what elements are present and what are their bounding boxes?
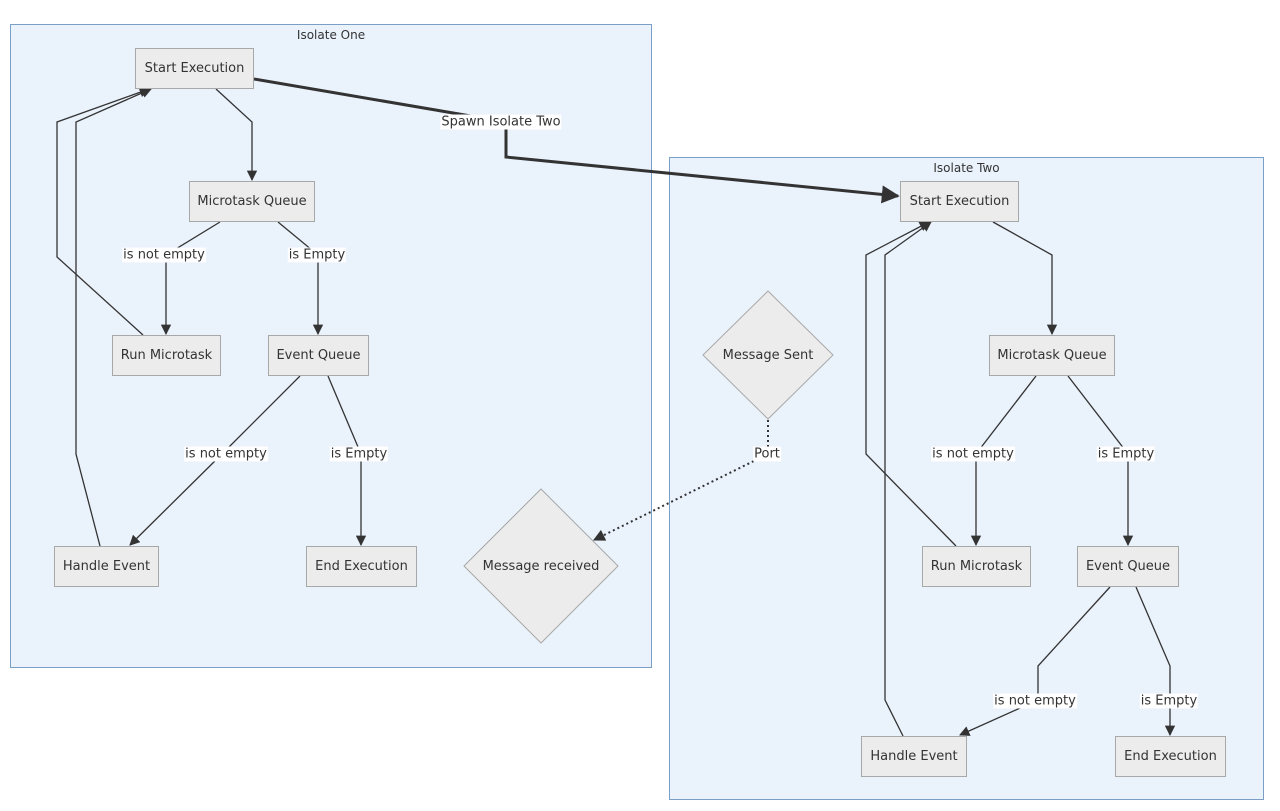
edge-label-port: Port <box>753 446 781 462</box>
node-two-event-queue: Event Queue <box>1077 546 1179 587</box>
node-message-sent: Message Sent <box>702 290 834 420</box>
node-one-end-execution: End Execution <box>306 546 417 587</box>
edge-label-two-not-empty-1: is not empty <box>931 446 1015 462</box>
node-one-start-execution: Start Execution <box>135 48 254 89</box>
node-two-microtask-queue: Microtask Queue <box>989 335 1115 376</box>
node-message-received: Message received <box>463 488 619 644</box>
edge-two-handle-to-start <box>884 221 932 737</box>
diamond-shape-received <box>463 488 619 644</box>
node-two-end-execution: End Execution <box>1115 736 1226 777</box>
node-two-start-execution: Start Execution <box>900 181 1019 222</box>
edge-one-run-to-start <box>56 87 150 336</box>
edge-label-one-empty-2: is Empty <box>329 446 389 462</box>
edge-two-event-to-end <box>1135 586 1176 737</box>
node-one-handle-event: Handle Event <box>54 546 159 587</box>
diamond-shape-sent <box>702 290 834 420</box>
edge-port <box>592 420 769 541</box>
edge-label-two-empty-1: is Empty <box>1096 446 1156 462</box>
edge-two-event-to-handle <box>959 586 1111 736</box>
edge-one-microtask-to-event <box>277 221 324 336</box>
cluster-title-isolate-two: Isolate Two <box>933 161 1000 175</box>
cluster-title-isolate-one: Isolate One <box>296 28 366 42</box>
edge-label-two-not-empty-2: is not empty <box>993 693 1077 709</box>
edge-spawn-isolate-two <box>253 77 900 204</box>
edge-one-start-to-microtask <box>215 88 258 182</box>
edge-label-spawn: Spawn Isolate Two <box>440 114 562 130</box>
node-two-handle-event: Handle Event <box>861 736 967 777</box>
edge-one-microtask-to-run <box>160 221 221 336</box>
edge-label-two-empty-2: is Empty <box>1139 693 1199 709</box>
edge-label-one-empty-1: is Empty <box>287 247 347 263</box>
node-one-run-microtask: Run Microtask <box>112 335 221 376</box>
node-one-event-queue: Event Queue <box>268 335 369 376</box>
edge-label-one-not-empty-2: is not empty <box>184 446 268 462</box>
cluster-isolate-two: Isolate Two <box>669 157 1264 800</box>
node-message-sent-label: Message Sent <box>722 347 814 363</box>
node-two-run-microtask: Run Microtask <box>922 546 1031 587</box>
edge-one-handle-to-start <box>75 88 152 547</box>
edge-two-start-to-microtask <box>992 221 1058 336</box>
edge-label-one-not-empty-1: is not empty <box>122 247 206 263</box>
node-one-microtask-queue: Microtask Queue <box>189 181 315 222</box>
edge-two-run-to-start <box>865 221 957 547</box>
node-message-received-label: Message received <box>482 558 600 574</box>
